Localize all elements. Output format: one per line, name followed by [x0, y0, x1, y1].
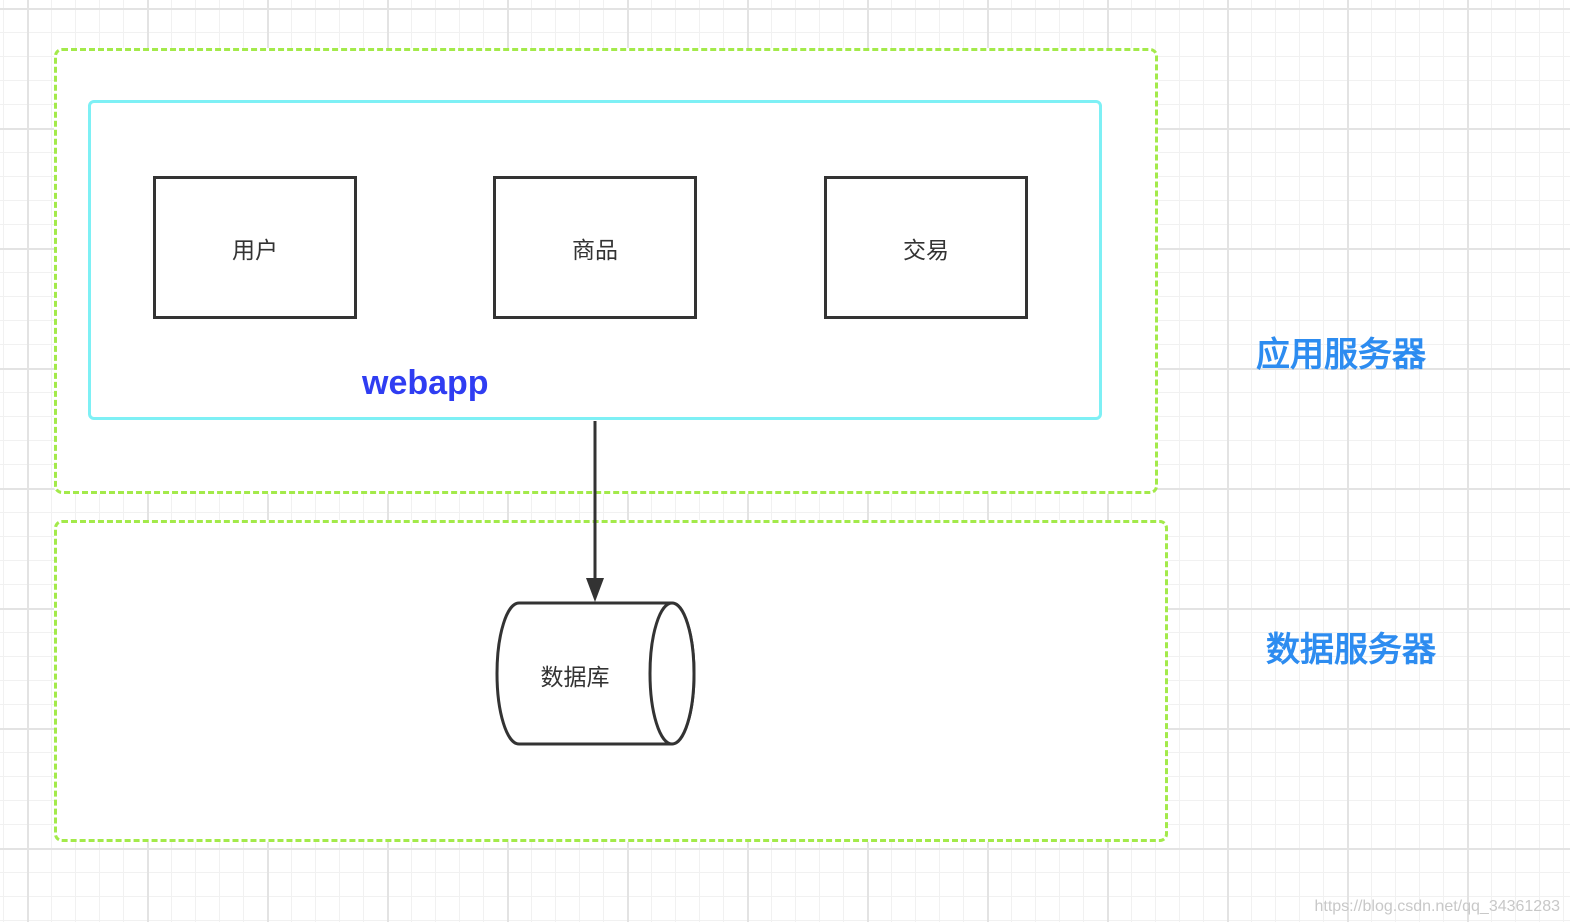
module-trade-label: 交易	[903, 237, 949, 264]
module-goods-box: 商品	[493, 176, 697, 319]
module-user-box: 用户	[153, 176, 357, 319]
module-user-label: 用户	[232, 237, 278, 264]
watermark-text: https://blog.csdn.net/qq_34361283	[1314, 898, 1560, 915]
app-server-label: 应用服务器	[1256, 335, 1426, 375]
module-goods-label: 商品	[572, 237, 618, 264]
webapp-label: webapp	[362, 364, 489, 402]
module-trade-box: 交易	[824, 176, 1028, 319]
data-server-label: 数据服务器	[1266, 630, 1436, 670]
database-label: 数据库	[540, 665, 610, 691]
